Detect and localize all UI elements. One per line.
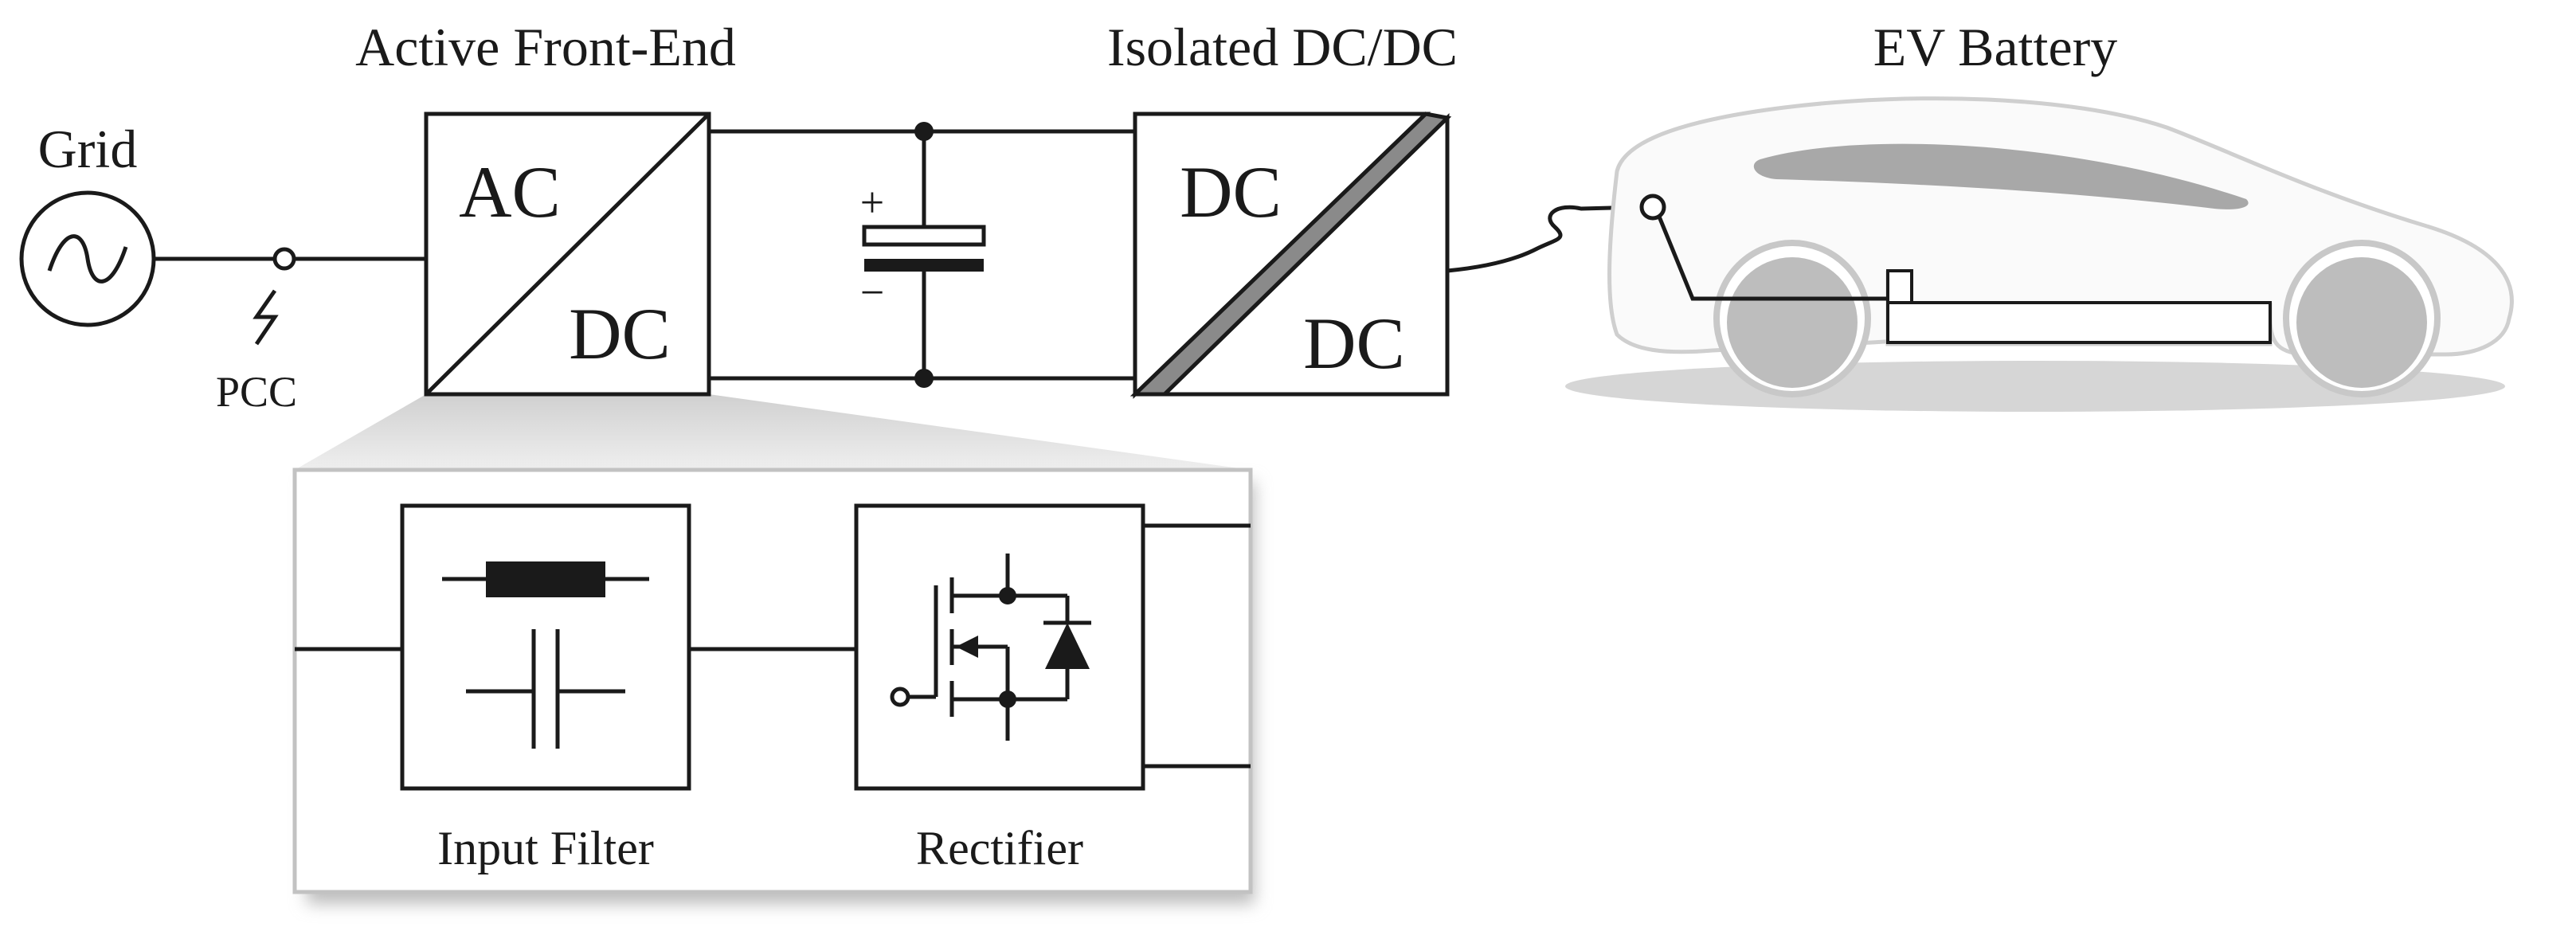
capacitor-icon: [862, 131, 986, 378]
afe-block: [424, 111, 711, 397]
pcc-node: [253, 247, 296, 346]
zoom-cone: [295, 394, 1251, 470]
car-inlet: [1639, 194, 1888, 301]
ev-battery-title: EV Battery: [1873, 17, 2118, 77]
isolated-dcdc-title: Isolated DC/DC: [1107, 17, 1458, 77]
input-filter-block: [400, 503, 691, 791]
grid-label: Grid: [38, 119, 138, 179]
afe-ac-label: AC: [459, 151, 561, 233]
resistor-icon: [442, 561, 649, 597]
pcc-label: PCC: [216, 368, 297, 416]
ac-source-icon: [19, 190, 156, 327]
diode-icon: [1008, 593, 1091, 702]
input-filter-label: Input Filter: [437, 822, 654, 874]
charging-cable: [1447, 205, 1642, 273]
cap-plus-label: +: [860, 178, 884, 226]
afe-dc-label: DC: [569, 293, 671, 374]
dcdc-in-label: DC: [1180, 151, 1282, 233]
mosfet-icon: [890, 554, 1016, 741]
dcdc-out-label: DC: [1303, 303, 1405, 384]
dcdc-block: [1129, 111, 1452, 399]
capacitor-icon: [466, 629, 625, 749]
active-front-end-title: Active Front-End: [355, 17, 736, 77]
cap-minus-label: −: [860, 268, 884, 316]
rectifier-label: Rectifier: [916, 822, 1083, 874]
car-icon: [1565, 96, 2514, 412]
